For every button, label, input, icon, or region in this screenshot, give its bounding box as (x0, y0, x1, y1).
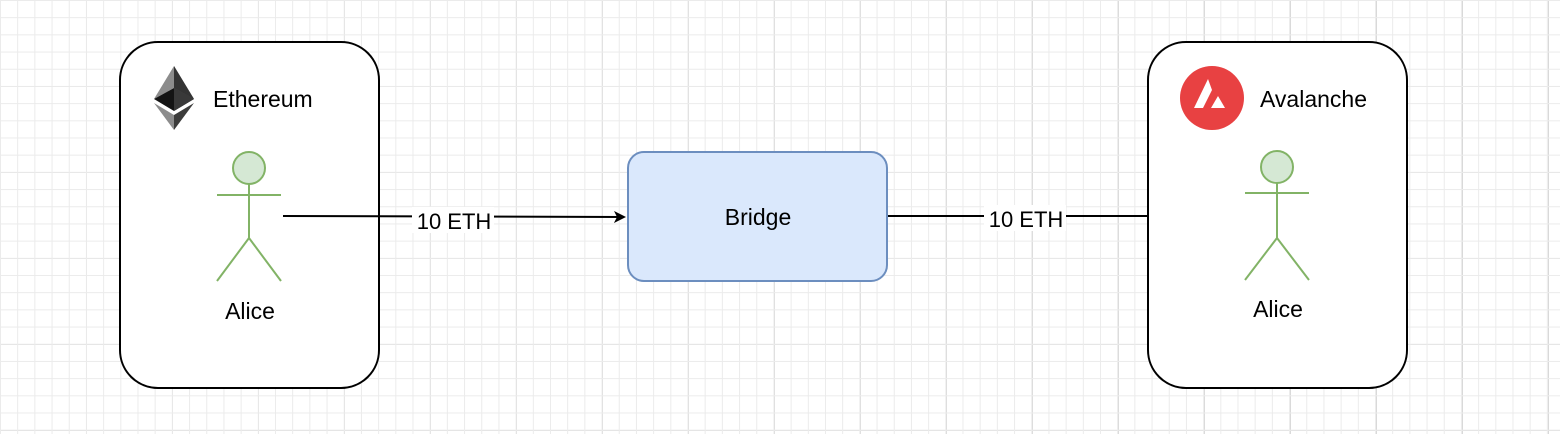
avalanche-chain-label: Avalanche (1260, 86, 1367, 112)
avalanche-icon (1180, 66, 1244, 130)
transfer-arrow-in[interactable] (282, 207, 626, 233)
transfer-label-in: 10 ETH (417, 209, 492, 234)
transfer-label-out: 10 ETH (989, 207, 1064, 232)
alice-label-right: Alice (1253, 296, 1303, 322)
alice-actor-right[interactable] (1244, 150, 1310, 281)
alice-label-left: Alice (225, 298, 275, 324)
ethereum-chain-label: Ethereum (213, 86, 313, 112)
alice-actor-left[interactable] (216, 151, 282, 282)
ethereum-icon (154, 66, 194, 130)
bridge-box[interactable] (627, 151, 888, 282)
bridge-label: Bridge (725, 204, 791, 230)
